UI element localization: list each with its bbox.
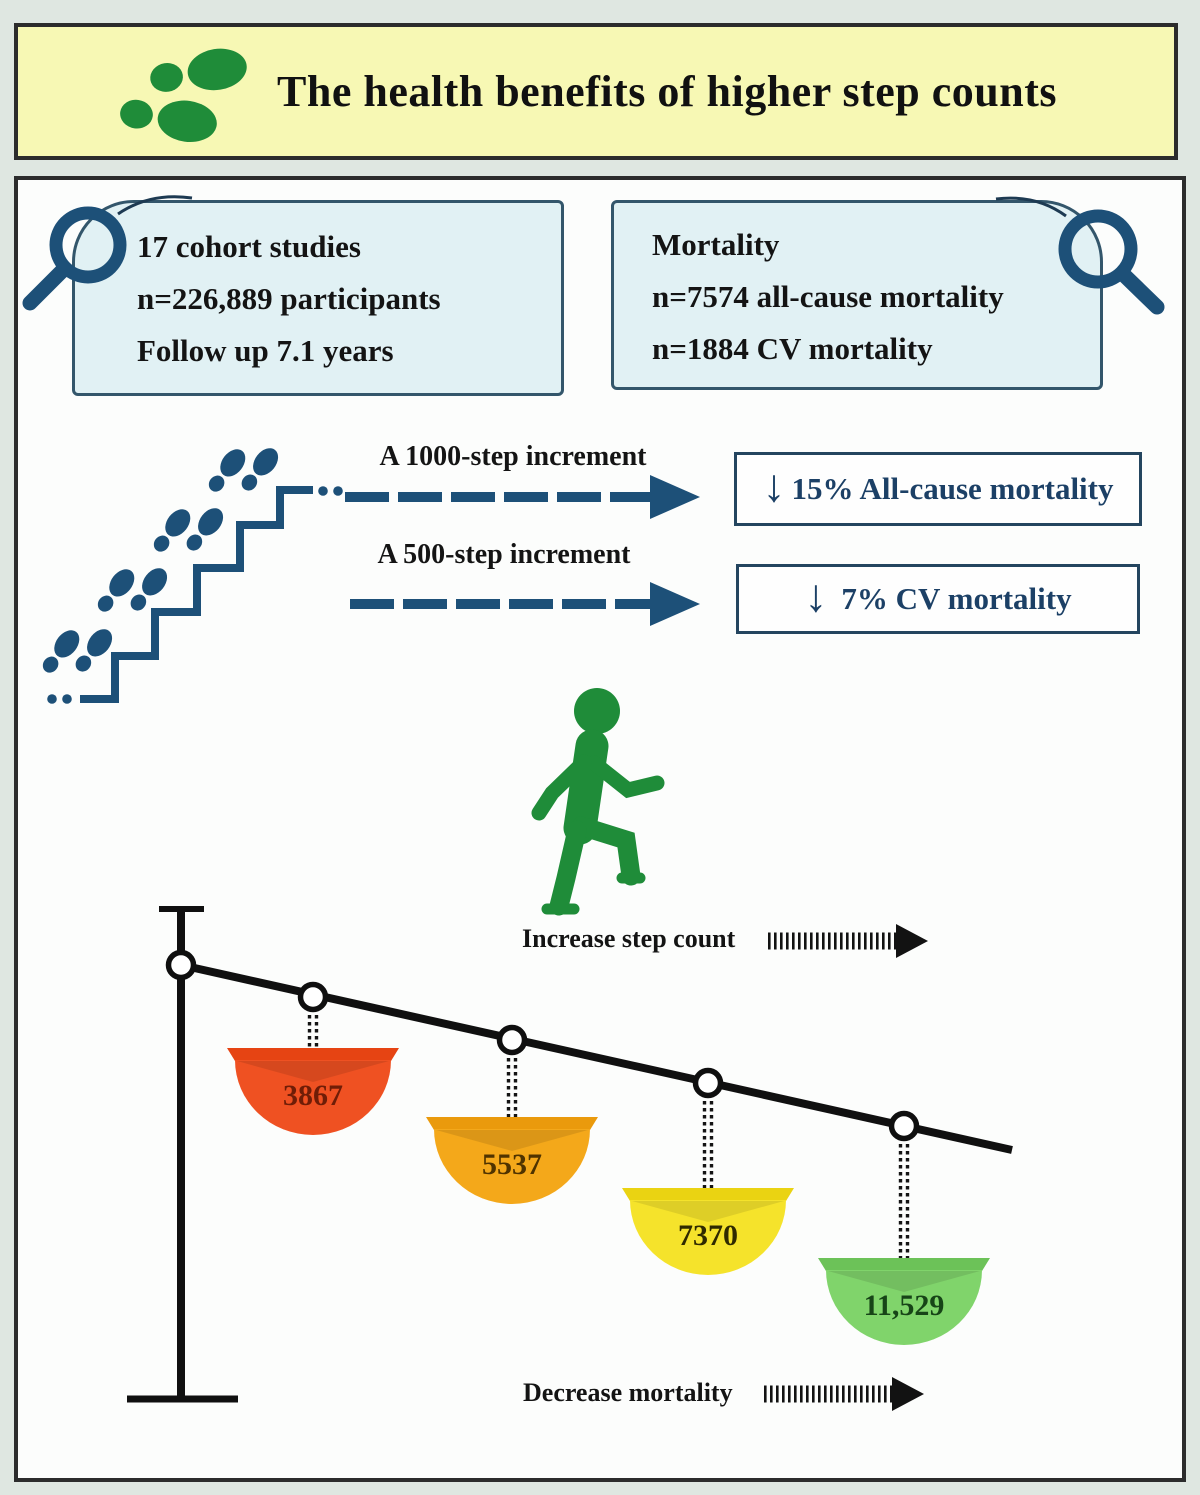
mortality-line-2: n=7574 all-cause mortality [652, 279, 1004, 314]
cv-result-text: 7% CV mortality [841, 581, 1072, 616]
increase-step-count-label: Increase step count [522, 924, 736, 953]
page-title: The health benefits of higher step count… [277, 67, 1057, 116]
study-line-3: Follow up 7.1 years [137, 333, 394, 368]
mortality-line-3: n=1884 CV mortality [652, 331, 933, 366]
all-cause-result-text: 15% All-cause mortality [791, 471, 1114, 506]
label-1000-step-increment: A 1000-step increment [379, 441, 647, 472]
mortality-line-1: Mortality [652, 227, 780, 262]
down-arrow-icon: ↓ [804, 570, 828, 621]
study-line-1: 17 cohort studies [137, 229, 361, 264]
mortality-box: Mortality n=7574 all-cause mortality n=1… [611, 200, 1103, 390]
all-cause-mortality-result-box: ↓ 15% All-cause mortality [734, 452, 1142, 526]
down-arrow-icon: ↓ [762, 460, 786, 511]
cv-mortality-result-box: ↓ 7% CV mortality [736, 564, 1140, 634]
decrease-mortality-label: Decrease mortality [523, 1378, 733, 1407]
study-cohort-box: 17 cohort studies n=226,889 participants… [72, 200, 564, 396]
label-500-step-increment: A 500-step increment [377, 539, 631, 570]
study-line-2: n=226,889 participants [137, 281, 441, 316]
